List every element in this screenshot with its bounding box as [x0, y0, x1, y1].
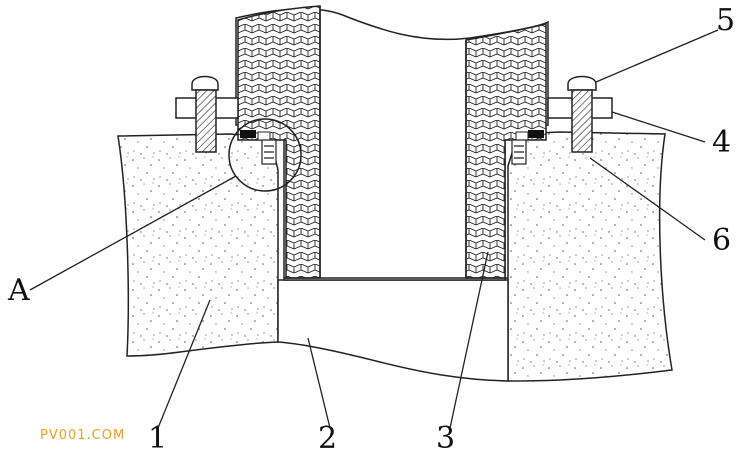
callout-label-a: A: [8, 273, 30, 308]
seal-assembly-left: [240, 130, 277, 165]
base-block-left: [117, 133, 279, 357]
base-block-right: [507, 131, 673, 382]
seal-assembly-right: [511, 130, 544, 165]
leader-6: [589, 157, 706, 241]
bolt-head-right: [567, 75, 597, 91]
leader-a: [29, 175, 237, 291]
detail-circle-a: [228, 118, 302, 192]
bore-channel: [277, 279, 509, 382]
bolt-head-left: [191, 75, 219, 91]
leader-1: [157, 299, 211, 429]
leader-3: [449, 251, 489, 429]
callout-label-1: 1: [148, 421, 168, 456]
callout-label-3: 3: [436, 421, 456, 456]
watermark-text: PV001.COM: [40, 428, 126, 443]
callout-label-6: 6: [712, 223, 732, 258]
bolt-shank-right: [571, 89, 593, 153]
leader-2: [307, 337, 331, 429]
tube-wall-left: [237, 5, 321, 279]
bolt-shank-left: [195, 89, 217, 153]
callout-label-5: 5: [716, 3, 736, 38]
tube-wall-right: [465, 23, 547, 279]
leader-4: [611, 111, 706, 143]
callout-label-2: 2: [318, 421, 338, 456]
callout-label-4: 4: [712, 125, 732, 160]
leader-5: [595, 29, 719, 83]
